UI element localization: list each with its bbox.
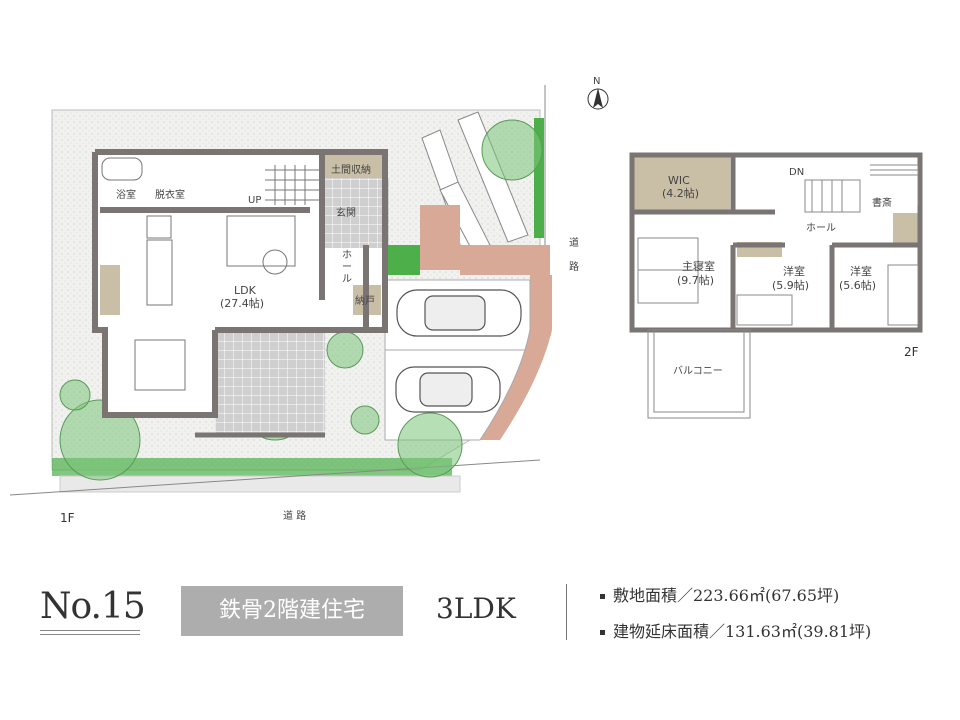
entrance-floor bbox=[322, 178, 364, 248]
floor-area: 建物延床面積／131.63㎡(39.81坪) bbox=[600, 618, 871, 642]
room-label-balcony: バルコニー bbox=[673, 365, 723, 377]
stairs-down-label: DN bbox=[789, 167, 804, 178]
room-size-master-bedroom: (9.7帖) bbox=[677, 274, 714, 287]
room-label-dressing: 脱衣室 bbox=[155, 188, 185, 201]
floor-area-text: 建物延床面積／131.63㎡(39.81坪) bbox=[613, 622, 872, 641]
house-1f: 浴室 脱衣室 UP 土間収納 玄関 ホ ー ル LDK (27.4帖) 納戸 bbox=[92, 149, 420, 438]
room-label-wic: WIC bbox=[668, 174, 690, 187]
room-label-storage: 納戸 bbox=[355, 294, 375, 307]
svg-text:N: N bbox=[593, 76, 600, 87]
site-area: 敷地面積／223.66㎡(67.65坪) bbox=[600, 582, 839, 606]
site-area-text: 敷地面積／223.66㎡(67.65坪) bbox=[613, 586, 840, 605]
room-size-western-1: (5.9帖) bbox=[772, 279, 809, 292]
curb-stones bbox=[59, 475, 461, 493]
divider bbox=[40, 630, 140, 631]
paving bbox=[420, 205, 460, 270]
north-arrow-icon: N bbox=[587, 76, 609, 110]
bullet-icon bbox=[600, 630, 605, 635]
room-size-wic: (4.2帖) bbox=[662, 187, 699, 200]
house-2f: WIC (4.2帖) DN 書斎 ホール 主寝室 (9.7帖) 洋室 (5.9帖… bbox=[629, 152, 923, 419]
divider bbox=[40, 634, 140, 635]
floor-label-1f: 1F bbox=[60, 511, 75, 525]
car-icon bbox=[395, 366, 501, 413]
room-label-entrance: 玄関 bbox=[336, 206, 356, 219]
room-label-study: 書斎 bbox=[872, 196, 892, 209]
hedge-right bbox=[534, 118, 544, 238]
room-size-western-2: (5.6帖) bbox=[839, 279, 876, 292]
terrace bbox=[215, 330, 325, 435]
divider bbox=[566, 584, 567, 640]
room-label-doma-storage: 土間収納 bbox=[331, 163, 371, 176]
room-label-hall-1: ホ bbox=[342, 249, 352, 261]
hedge bbox=[52, 458, 452, 476]
floor-label-2f: 2F bbox=[904, 345, 919, 359]
bullet-icon bbox=[600, 594, 605, 599]
room-label-western-1: 洋室 bbox=[783, 264, 805, 278]
plan-summary: No.15 鉄骨2階建住宅 3LDK 敷地面積／223.66㎡(67.65坪) … bbox=[0, 578, 960, 648]
stairs-up-label: UP bbox=[248, 195, 261, 206]
road-label-right-2: 路 bbox=[569, 260, 579, 273]
room-label-bath: 浴室 bbox=[116, 188, 136, 201]
car-icon bbox=[396, 289, 522, 337]
room-label-ldk: LDK bbox=[234, 284, 257, 297]
room-label-hall-3: ル bbox=[342, 274, 352, 285]
room-label-master-bedroom: 主寝室 bbox=[682, 259, 715, 273]
structure-badge: 鉄骨2階建住宅 bbox=[181, 586, 403, 636]
room-label-western-2: 洋室 bbox=[850, 264, 872, 278]
room-size-ldk: (27.4帖) bbox=[220, 297, 264, 310]
road-label-right-1: 道 bbox=[569, 236, 579, 249]
layout-type: 3LDK bbox=[436, 592, 516, 625]
room-label-hall-2: ー bbox=[342, 262, 352, 273]
road-label-bottom: 道 路 bbox=[283, 509, 306, 522]
room-label-hall-2f: ホール bbox=[806, 222, 836, 234]
plan-number: No.15 bbox=[40, 586, 146, 627]
